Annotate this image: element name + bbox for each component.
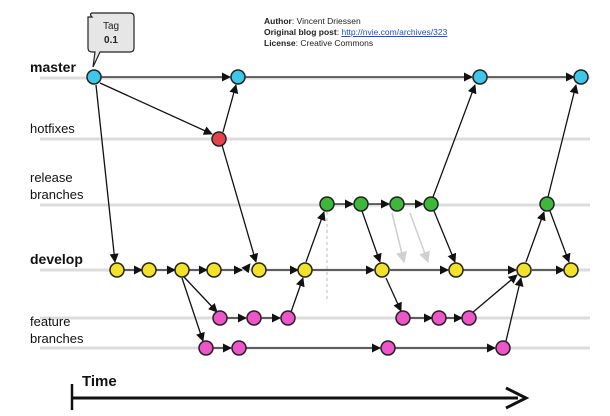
arrow-develop-to-release-1 — [305, 211, 326, 263]
credits-block: Author: Vincent Driessen Original blog p… — [264, 16, 447, 49]
tag-version: 0.1 — [104, 35, 118, 46]
commit-arrows — [95, 72, 579, 353]
arrow-master-to-develop — [95, 84, 119, 263]
arrow-develop-to-feature-3 — [385, 277, 402, 312]
lane-label-release-1: release — [30, 170, 73, 185]
commit-develop — [206, 262, 222, 278]
commit-feature — [212, 310, 228, 326]
lane-label-hotfixes: hotfixes — [30, 121, 75, 136]
time-axis-arrowhead — [505, 386, 530, 410]
commit-master — [472, 69, 488, 85]
commit-release — [353, 196, 369, 212]
credit-author-label: Author — [264, 16, 292, 26]
commit-release — [319, 196, 335, 212]
commit-develop — [374, 262, 390, 278]
arrow-release-to-master-1 — [432, 84, 477, 198]
commit-feature — [461, 310, 477, 326]
commit-feature — [246, 310, 262, 326]
commit-develop — [109, 262, 125, 278]
commit-master — [573, 69, 589, 85]
commit-feature — [495, 340, 511, 356]
faded-arrow-1 — [391, 212, 408, 264]
credit-license-label: License — [264, 38, 296, 48]
commit-develop — [174, 262, 190, 278]
credit-license-value: Creative Commons — [300, 38, 374, 48]
arrow-develop-to-feature-2 — [181, 277, 205, 342]
lane-label-feature-1: feature — [30, 314, 70, 329]
arrow-master-to-hotfix — [99, 82, 213, 135]
commit-release — [389, 196, 405, 212]
commit-develop — [297, 262, 313, 278]
tag-bubble — [87, 12, 135, 68]
commit-develop — [516, 262, 532, 278]
credit-author: Author: Vincent Driessen — [264, 16, 361, 26]
arrow-feature2-to-develop — [505, 277, 524, 342]
lane-label-feature-2: branches — [30, 331, 84, 346]
time-label: Time — [82, 373, 117, 390]
commit-release — [539, 196, 555, 212]
arrow-feature3-to-develop — [471, 274, 518, 314]
time-axis: Time — [70, 373, 530, 410]
commits — [86, 69, 589, 356]
faded-merge-arrows — [391, 212, 430, 264]
lane-label-develop: develop — [30, 251, 83, 267]
commit-feature — [198, 340, 214, 356]
faded-arrow-2 — [409, 212, 430, 264]
arrow-develop-to-feature-1 — [183, 276, 218, 313]
commit-develop — [251, 262, 267, 278]
commit-develop — [563, 262, 579, 278]
arrow-release-to-master-2 — [547, 84, 579, 198]
commit-master — [230, 69, 246, 85]
commit-release — [423, 196, 439, 212]
credit-author-value: Vincent Driessen — [296, 16, 361, 26]
commit-develop — [141, 262, 157, 278]
arrow-feature1-to-develop — [290, 277, 305, 313]
credit-post: Original blog post: http://nvie.com/arch… — [264, 27, 448, 37]
commit-master — [86, 69, 102, 85]
arrow-release-to-develop-2 — [433, 210, 457, 263]
commit-hotfix — [211, 131, 227, 147]
arrow-hotfix-to-develop — [221, 144, 259, 263]
arrow-release-to-develop-1 — [361, 210, 382, 263]
arrow-hotfix-to-master — [222, 84, 239, 133]
tag-callout: Tag 0.1 — [87, 12, 135, 68]
arrow-release-to-develop-3 — [549, 210, 571, 263]
tag-title: Tag — [103, 21, 119, 32]
lane-label-master: master — [30, 59, 76, 75]
commit-feature — [231, 340, 247, 356]
commit-feature — [395, 310, 411, 326]
commit-feature — [431, 310, 447, 326]
commit-feature — [280, 310, 296, 326]
credit-post-label: Original blog post — [264, 27, 337, 37]
credit-license: License: Creative Commons — [264, 38, 374, 48]
lane-label-release-2: branches — [30, 187, 84, 202]
lane-guides — [40, 76, 590, 350]
credit-post-link[interactable]: http://nvie.com/archives/323 — [341, 27, 448, 37]
commit-develop — [448, 262, 464, 278]
arrow-develop-to-release-2 — [525, 211, 546, 263]
commit-feature — [380, 340, 396, 356]
